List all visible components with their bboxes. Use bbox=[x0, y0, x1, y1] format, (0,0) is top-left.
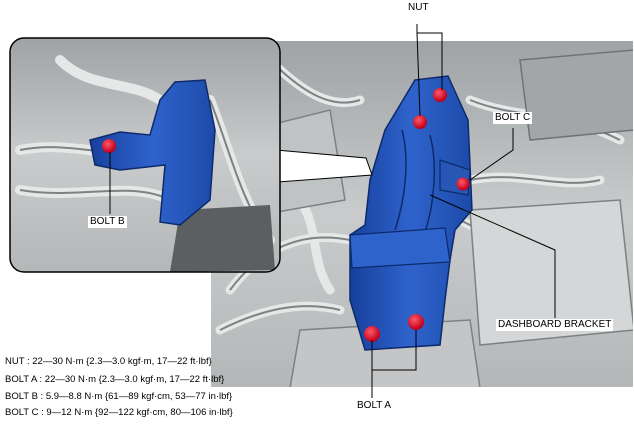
inset-view bbox=[10, 38, 280, 272]
torque-bolt-c: BOLT C : 9—12 N·m {92—122 kgf·cm, 80—106… bbox=[5, 407, 233, 418]
label-dashboard-bracket: DASHBOARD BRACKET bbox=[496, 319, 614, 331]
torque-bolt-a: BOLT A : 22—30 N·m {2.3—3.0 kgf·m, 17—22… bbox=[5, 374, 225, 385]
dashboard-bracket-part bbox=[349, 75, 473, 351]
label-bolt-c: BOLT C bbox=[493, 112, 533, 124]
torque-bolt-b: BOLT B : 5.9—8.8 N·m {61—89 kgf·cm, 53—7… bbox=[5, 391, 233, 402]
nut-markers bbox=[413, 88, 447, 129]
bolt-c-marker bbox=[456, 177, 470, 191]
label-bolt-a: BOLT A bbox=[355, 400, 394, 412]
leader-lines bbox=[109, 24, 556, 398]
bolt-b-marker bbox=[102, 139, 116, 153]
torque-nut: NUT : 22—30 N·m {2.3—3.0 kgf·m, 17—22 ft… bbox=[5, 356, 212, 367]
label-bolt-b: BOLT B bbox=[88, 216, 127, 228]
label-nut: NUT bbox=[406, 2, 431, 14]
bolt-a-markers bbox=[364, 314, 424, 342]
